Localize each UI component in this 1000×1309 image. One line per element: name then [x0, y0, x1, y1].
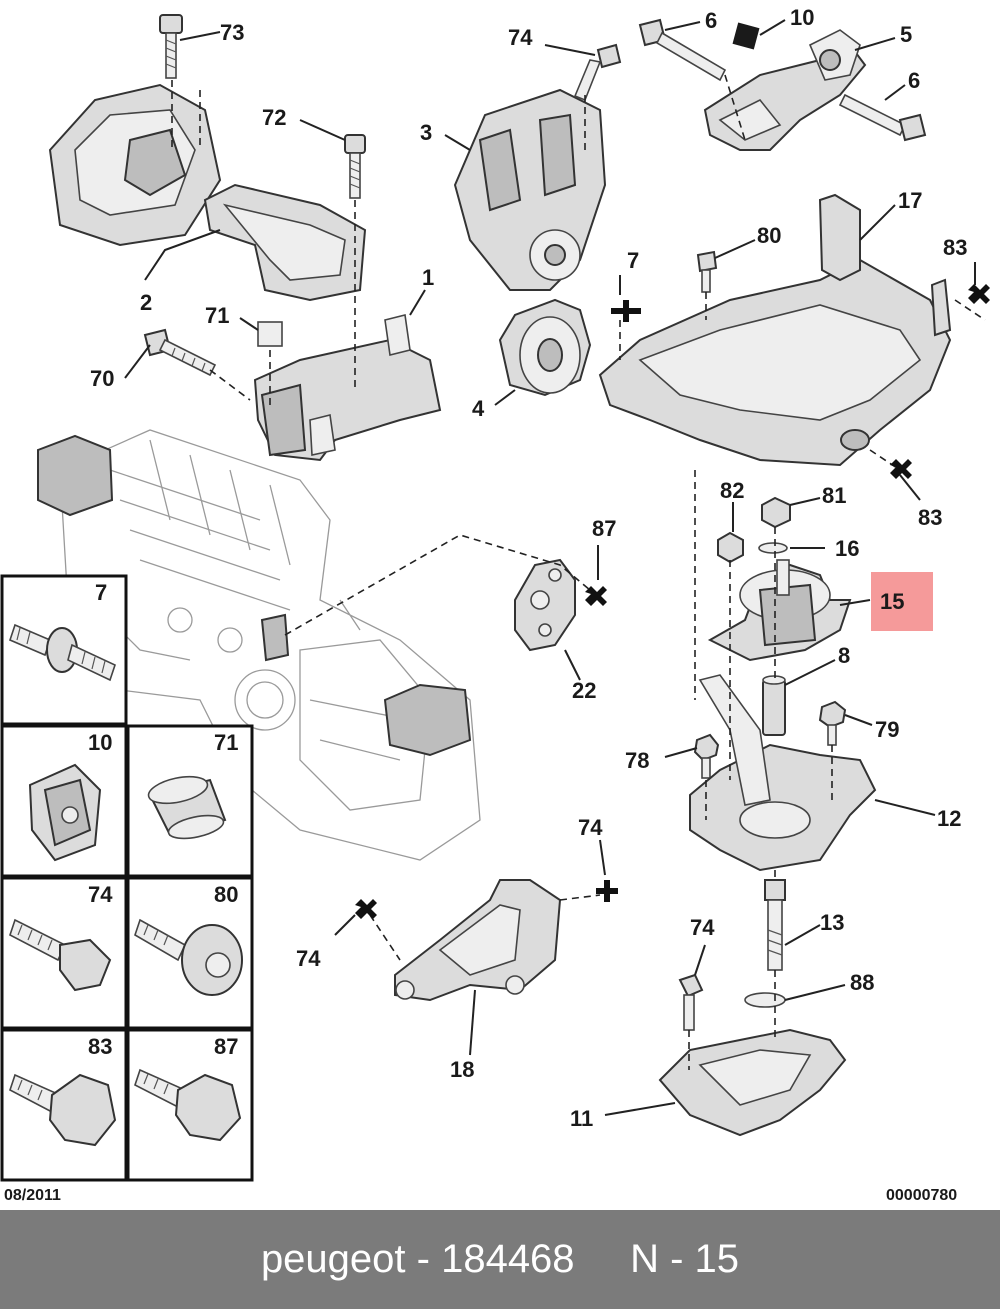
- part-5-torque-rod: [703, 29, 867, 151]
- callout-5: 5: [900, 22, 912, 47]
- callout-10: 10: [790, 5, 814, 30]
- inset-stud-7-icon: [9, 623, 116, 682]
- callout-83-right: 83: [918, 505, 942, 530]
- callout-17: 17: [898, 188, 922, 213]
- callout-88: 88: [850, 970, 874, 995]
- callout-71: 71: [205, 303, 229, 328]
- inset-nut-10-icon: [28, 763, 102, 862]
- inset-label-74: 74: [88, 882, 113, 907]
- callout-74-mid: 74: [578, 815, 603, 840]
- nut-10-dark-square: [732, 22, 760, 50]
- nut-82: [717, 531, 744, 564]
- inset-label-80: 80: [214, 882, 238, 907]
- engine-fuse-box: [37, 434, 114, 517]
- bolt-74-top: [573, 43, 622, 102]
- part-17-support-plate: [598, 193, 952, 467]
- part-11-lower-bracket: [658, 1028, 847, 1137]
- part-13-stud: [764, 879, 786, 971]
- inset-sleeve-71-icon: [147, 775, 227, 840]
- callout-80: 80: [757, 223, 781, 248]
- callout-numbers: 73 74 6 10 5 6 72 3 17 80 7 83 1 2 71 70…: [90, 5, 967, 1131]
- bolt-6-left: [638, 18, 727, 82]
- inset-label-71: 71: [214, 730, 238, 755]
- callout-6-top: 6: [705, 8, 717, 33]
- callout-70: 70: [90, 366, 114, 391]
- callout-22: 22: [572, 678, 596, 703]
- part-1-bracket: [253, 314, 442, 462]
- callout-83-top: 83: [943, 235, 967, 260]
- part-15-mount-assembly: [707, 559, 852, 662]
- part-4-bushing: [498, 298, 592, 397]
- callout-74-left: 74: [296, 946, 321, 971]
- caption-bar: peugeot - 184468 N - 15: [0, 1210, 1000, 1309]
- callout-73: 73: [220, 20, 244, 45]
- callout-16: 16: [835, 536, 859, 561]
- callout-79: 79: [875, 717, 899, 742]
- bolt-6-right: [838, 93, 927, 142]
- caption-text: peugeot - 184468 N - 15: [260, 1237, 740, 1281]
- exploded-parts-diagram: 73 74 6 10 5 6 72 3 17 80 7 83 1 2 71 70…: [0, 5, 990, 1204]
- callout-leader-lines: [124, 19, 976, 1116]
- callout-74-right: 74: [690, 915, 715, 940]
- callout-74-top: 74: [508, 25, 533, 50]
- assembly-guide-lines: [171, 74, 986, 1070]
- part-18-rear-bracket: [394, 879, 562, 1002]
- part-2-engine-mount: [48, 83, 367, 302]
- inset-bolt-80-icon: [134, 918, 243, 996]
- washer-88: [744, 992, 786, 1008]
- callout-2: 2: [140, 290, 152, 315]
- engine-side-mount: [383, 683, 472, 757]
- part-12-cradle-bracket: [689, 674, 877, 872]
- washer-16: [758, 542, 788, 554]
- callout-11: 11: [570, 1106, 593, 1131]
- cross-markers: [355, 284, 990, 919]
- bolt-80: [696, 250, 718, 293]
- callout-1: 1: [422, 265, 434, 290]
- bolt-74-lower-right: [678, 973, 704, 1031]
- callout-72: 72: [262, 105, 286, 130]
- diagram-reference: 00000780: [886, 1187, 957, 1204]
- callout-6-right: 6: [908, 68, 920, 93]
- spacer-71: [257, 321, 283, 347]
- bolt-79: [818, 700, 847, 746]
- inset-bolt-83-icon: [9, 1073, 117, 1147]
- part-8-sleeve: [762, 675, 786, 736]
- callout-3: 3: [420, 120, 432, 145]
- diagram-date: 08/2011: [4, 1187, 61, 1204]
- part-22-gasket: [514, 558, 576, 652]
- nut-81: [761, 496, 791, 529]
- bolt-70: [143, 328, 217, 377]
- callout-4: 4: [472, 396, 485, 421]
- part-3-bracket: [453, 88, 607, 291]
- callout-18: 18: [450, 1057, 474, 1082]
- inset-label-7: 7: [95, 580, 107, 605]
- callout-78: 78: [625, 748, 649, 773]
- callout-8: 8: [838, 643, 850, 668]
- callout-87: 87: [592, 516, 616, 541]
- bolt-72: [344, 134, 366, 199]
- callout-13: 13: [820, 910, 844, 935]
- callout-12: 12: [937, 806, 961, 831]
- callout-81: 81: [822, 483, 846, 508]
- bolt-73: [159, 14, 183, 79]
- bolt-78: [693, 733, 720, 779]
- engine-block-illustration: [37, 429, 481, 861]
- fastener-inset-grid: 7 10 71 74 80: [0, 574, 254, 1182]
- callout-82: 82: [720, 478, 744, 503]
- inset-bolt-74-icon: [9, 918, 112, 992]
- inset-label-83: 83: [88, 1034, 112, 1059]
- inset-label-87: 87: [214, 1034, 238, 1059]
- callout-7: 7: [627, 248, 639, 273]
- inset-bolt-87-icon: [134, 1068, 242, 1142]
- part-15-highlight-box: [871, 572, 933, 631]
- inset-label-10: 10: [88, 730, 112, 755]
- callout-15: 15: [880, 589, 904, 614]
